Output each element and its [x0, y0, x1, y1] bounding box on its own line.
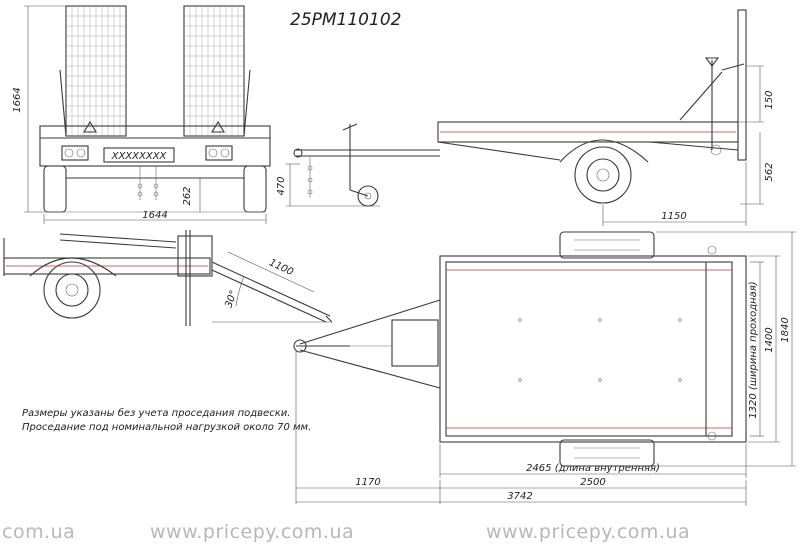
side-fender — [559, 139, 649, 163]
top-platform — [439, 255, 747, 443]
dim-side-top: 150 — [764, 90, 775, 109]
top-drawbar-upper — [299, 299, 441, 345]
dim-inner-length: 2465 (длина внутренняя) — [526, 463, 660, 474]
right-wheel — [243, 165, 267, 213]
dim-drawbar-length: 1170 — [355, 477, 380, 488]
top-fender-left — [559, 231, 655, 259]
rear-view: XXXXXXXX 1664 1644 262 — [12, 5, 271, 224]
dim-ground-clearance: 262 — [182, 186, 193, 205]
note-line-1: Размеры указаны без учета проседания под… — [22, 407, 290, 419]
loading-ramp — [211, 261, 331, 317]
dim-total-width: 1840 — [780, 317, 791, 342]
loading-front-box — [177, 235, 213, 277]
note-line-2: Проседание под номинальной нагрузкой око… — [22, 422, 311, 433]
license-plate — [103, 147, 175, 163]
dim-side-height: 562 — [764, 162, 775, 181]
plate-text: XXXXXXXX — [111, 151, 168, 162]
loading-tow-bar — [59, 233, 177, 243]
top-platform-inner — [445, 261, 733, 437]
loading-fender — [29, 257, 117, 277]
left-wheel — [43, 165, 67, 213]
right-ramp-mesh — [184, 6, 244, 136]
left-ramp-mesh — [66, 6, 126, 136]
dim-ramp-length: 1100 — [267, 257, 295, 278]
loading-wheel — [43, 261, 101, 319]
dim-total-length: 3742 — [507, 491, 532, 502]
drawing-title: 25PM110102 — [290, 10, 401, 30]
top-drawbar-lower — [299, 349, 441, 389]
top-coupling — [293, 339, 307, 353]
side-view: 470 150 562 1150 — [276, 9, 775, 226]
watermark-1: com.ua — [2, 521, 75, 543]
rear-body — [39, 125, 271, 167]
right-tail-light — [205, 145, 233, 161]
right-reflector — [211, 120, 225, 133]
top-fender-right — [559, 439, 655, 467]
side-ramp-upright — [737, 9, 747, 161]
side-wheel — [574, 146, 632, 204]
loading-view: 1100 30° — [3, 230, 333, 326]
dim-hitch-height: 470 — [276, 176, 287, 195]
dim-rear-overhang: 1150 — [661, 211, 686, 222]
dim-rear-height: 1664 — [12, 87, 23, 112]
left-tail-light — [61, 145, 89, 161]
left-reflector — [83, 120, 97, 133]
dim-body-length: 2500 — [580, 477, 605, 488]
dim-ramp-angle: 30° — [223, 289, 239, 309]
side-coupling — [293, 148, 303, 158]
watermark-3: www.pricepy.com.ua — [486, 521, 690, 543]
dim-rear-width: 1644 — [142, 210, 167, 221]
dim-body-width: 1400 — [764, 327, 775, 352]
top-frame-crossbar — [391, 319, 439, 367]
watermark-2: www.pricepy.com.ua — [150, 521, 354, 543]
top-view: 2465 (длина внутренняя) 1170 2500 3742 1… — [293, 231, 796, 506]
dim-inner-width: 1320 (ширина проходная) — [748, 281, 759, 418]
loading-platform — [3, 257, 211, 275]
